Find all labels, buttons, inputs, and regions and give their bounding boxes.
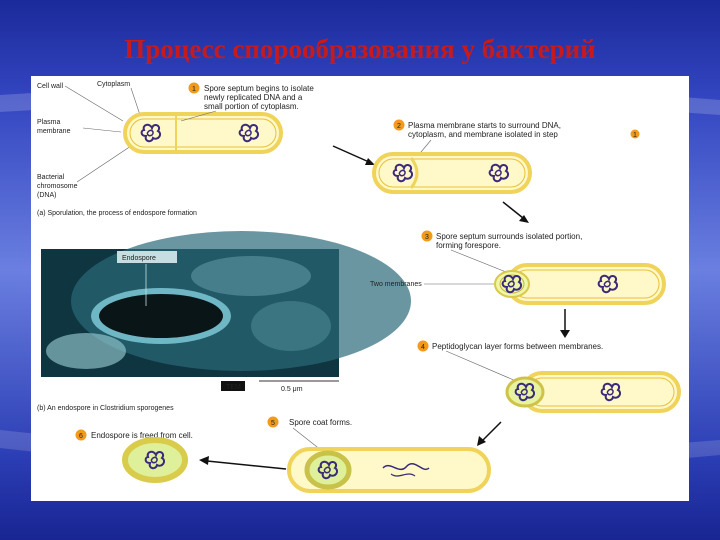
cell-step-2 (372, 152, 532, 194)
step-6-line-1: Endospore is freed from cell. (91, 431, 193, 440)
caption-a: (a) Sporulation, the process of endospor… (37, 210, 197, 217)
endospore-label: Endospore (122, 255, 156, 262)
sporulation-diagram: Cell wall Cytoplasm Plasma membrane Bact… (37, 81, 681, 493)
step-4-pointer (445, 350, 524, 385)
free-endospore (122, 437, 188, 483)
slide-title: Процесс спорообразования у бактерий (124, 34, 596, 64)
step-1-line-3: small portion of cytoplasm. (204, 102, 299, 111)
step-2-ref-badge (630, 129, 640, 139)
step-1-badge (188, 82, 200, 94)
caption-b: (b) An endospore in Clostridium sporogen… (37, 405, 174, 412)
endospore-micrograph (41, 231, 411, 377)
step-1-line-2: newly replicated DNA and a (204, 93, 303, 102)
endospore-label-bg (117, 251, 177, 263)
arrow-5-to-6 (199, 456, 287, 470)
arrow-4-to-5 (477, 421, 502, 446)
cell-step-5 (287, 447, 491, 493)
step-4-number: 4 (421, 344, 425, 351)
step-2-line-1: Plasma membrane starts to surround DNA, (408, 121, 561, 130)
step-5-number: 5 (271, 420, 275, 427)
arrow-3-to-4 (560, 309, 570, 338)
cell-wall-label: Cell wall (37, 83, 64, 90)
step-3-line-1: Spore septum surrounds isolated portion, (436, 232, 582, 241)
step-5-line-1: Spore coat forms. (289, 418, 352, 427)
step-3-pointer (450, 249, 512, 275)
arrow-2-to-3 (502, 201, 529, 223)
diagram-panel: Cell wall Cytoplasm Plasma membrane Bact… (31, 76, 689, 501)
step-2-ref-number: 1 (633, 132, 637, 139)
tem-badge-bg (221, 381, 245, 391)
plasma-membrane-label-1: Plasma (37, 119, 60, 126)
step-3-line-2: forming forespore. (436, 241, 501, 250)
step-2-badge (393, 119, 405, 131)
step-1-number: 1 (192, 86, 196, 93)
cell-step-3 (494, 263, 666, 305)
step-1-pointer (180, 110, 217, 122)
chromosome-label-2: chromosome (37, 183, 78, 190)
cell-step-4 (505, 371, 681, 413)
step-1-line-1: Spore septum begins to isolate (204, 84, 314, 93)
arrow-1-to-2 (332, 145, 375, 165)
cell-step-1 (123, 112, 283, 154)
tem-badge: TEM (226, 384, 241, 391)
chromosome-label-3: (DNA) (37, 192, 56, 199)
scale-bar-label: 0.5 μm (281, 386, 303, 393)
step-6-badge (75, 429, 87, 441)
step-4-line-1: Peptidoglycan layer forms between membra… (432, 342, 603, 351)
step-3-number: 3 (425, 234, 429, 241)
plasma-membrane-label-2: membrane (37, 128, 71, 135)
step-3-badge (421, 230, 433, 242)
cytoplasm-label: Cytoplasm (97, 81, 130, 88)
chromosome-label-1: Bacterial (37, 174, 65, 181)
step-6-number: 6 (79, 433, 83, 440)
two-membranes-label: Two membranes (370, 281, 422, 288)
step-5-badge (267, 416, 279, 428)
step-2-line-2: cytoplasm, and membrane isolated in step (408, 130, 558, 139)
step-2-number: 2 (397, 123, 401, 130)
step-4-badge (417, 340, 429, 352)
